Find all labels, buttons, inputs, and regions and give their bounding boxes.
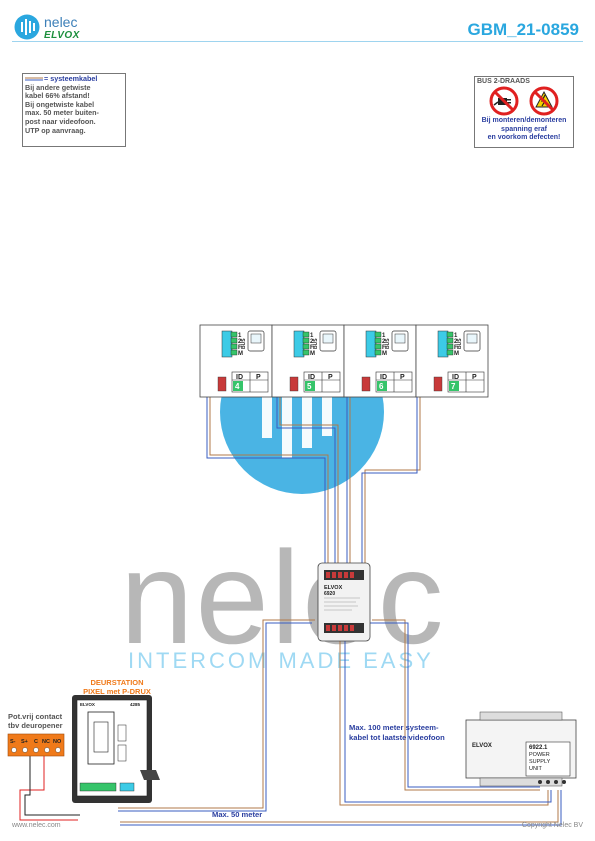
monitor-terminal-label: 2 <box>238 339 242 345</box>
nelec-logo-icon <box>14 14 40 40</box>
contact-label: Pot.vrij contact tbv deuropener <box>8 712 63 730</box>
note-line: max. 50 meter buiten- <box>25 108 99 118</box>
cable-note-box: = systeemkabel Bij andere getwiste kabel… <box>22 73 126 147</box>
monitor-unit <box>343 324 417 398</box>
monitor-id-label: ID <box>380 374 387 381</box>
monitor-terminal-label: F <box>310 345 314 351</box>
contact-label-line: tbv deuropener <box>8 721 63 730</box>
cable-legend-text: = systeemkabel <box>44 74 98 83</box>
monitor-p-label: P <box>472 374 477 381</box>
monitor-id-label: ID <box>236 374 243 381</box>
note-line: kabel 66% afstand! <box>25 91 90 101</box>
contact-terminal-label: S+ <box>21 739 28 745</box>
warning-line: spanning eraf <box>501 125 547 133</box>
monitor-terminal-label: 1 <box>310 333 314 339</box>
monitor-id-label: ID <box>452 374 459 381</box>
monitor-id-value: 5 <box>307 382 312 391</box>
contact-terminal-label: C <box>34 739 38 745</box>
monitor-id-label: ID <box>308 374 315 381</box>
monitor-id-value: 6 <box>379 382 384 391</box>
monitor-unit <box>271 324 345 398</box>
monitor-bus-label: BUS <box>385 338 391 349</box>
psu-line: UNIT <box>529 766 542 772</box>
max-100-annotation: Max. 100 meter systeem- kabel tot laatst… <box>349 723 445 742</box>
warning-box: BUS 2-DRAADS Bij monteren/demonteren spa… <box>474 76 574 148</box>
distributor-brand: ELVOX <box>324 585 343 591</box>
warning-line: Bij monteren/demonteren <box>481 117 567 124</box>
max-50-annotation: Max. 50 meter <box>212 810 263 819</box>
monitor-terminal-label: M <box>382 351 387 357</box>
monitor-unit <box>415 324 489 398</box>
monitor-p-label: P <box>328 374 333 381</box>
door-station-title-line: PIXEL met P-DRUX <box>83 687 151 696</box>
door-station-brand: ELVOX <box>80 702 95 707</box>
monitor-terminal-label: 1 <box>382 333 386 339</box>
contact-terminal-label: NO <box>53 739 62 745</box>
brand-name: nelec <box>44 14 78 30</box>
note-line: UTP op aanvraag. <box>25 125 86 135</box>
monitor-terminal-label: 1 <box>454 333 458 339</box>
warning-line: en voorkom defecten! <box>487 134 561 141</box>
monitor-terminal-label: M <box>310 351 315 357</box>
monitor-terminal-label: M <box>238 351 243 357</box>
psu-line: POWER <box>529 752 550 758</box>
footer-copyright: Copyright Nelec BV <box>521 822 583 829</box>
monitor-terminal-label: M <box>454 351 459 357</box>
contact-terminal-block: S- S+ C NC NO <box>7 733 65 757</box>
monitor-terminal-label: 2 <box>310 339 314 345</box>
brand-sub: ELVOX <box>44 30 80 41</box>
monitor-unit <box>199 324 273 398</box>
note-line: post naar videofoon. <box>25 116 96 126</box>
monitor-terminal-label: 2 <box>454 339 458 345</box>
monitor-bus-label: BUS <box>313 338 319 349</box>
monitor-id-value: 7 <box>451 382 456 391</box>
monitor-terminal-label: 2 <box>382 339 386 345</box>
header-divider <box>12 41 583 42</box>
warning-title: BUS 2-DRAADS <box>477 78 530 85</box>
note-line: Bij andere getwiste <box>25 82 91 92</box>
cable-legend: = systeemkabel <box>25 74 123 84</box>
door-station-model: 4285 <box>130 702 141 707</box>
no-plug-icon <box>489 86 519 116</box>
contact-label-line: Pot.vrij contact <box>8 712 63 721</box>
door-station: ELVOX 4285 <box>72 695 160 803</box>
no-voltage-icon <box>529 86 559 116</box>
monitor-terminal-label: 1 <box>238 333 242 339</box>
cable-legend-icon <box>25 77 43 81</box>
monitor-bus-label: BUS <box>457 338 463 349</box>
monitor-id-value: 4 <box>235 382 240 391</box>
monitor-cables <box>19 343 562 826</box>
distributor-model: 6920 <box>324 591 335 597</box>
max-100-line: kabel tot laatste videofoon <box>349 732 445 742</box>
contact-terminal-label: S- <box>10 739 16 745</box>
footer-website[interactable]: www.nelec.com <box>12 822 61 829</box>
monitor-terminal-label: F <box>454 345 458 351</box>
psu-line: 6922.1 <box>529 745 548 751</box>
distributor-unit: ELVOX 6920 <box>317 562 371 642</box>
contact-terminal-label: NC <box>42 739 50 745</box>
door-station-title: DEURSTATION PIXEL met P-DRUX <box>62 678 172 696</box>
psu-brand: ELVOX <box>472 743 492 749</box>
monitor-p-label: P <box>256 374 261 381</box>
note-line: Bij ongetwiste kabel <box>25 99 95 109</box>
door-station-title-line: DEURSTATION <box>90 678 144 687</box>
monitor-terminal-label: F <box>382 345 386 351</box>
monitor-terminal-label: F <box>238 345 242 351</box>
power-supply-unit: ELVOX 6922.1 POWER SUPPLY UNIT <box>465 711 577 787</box>
document-id: GBM_21-0859 <box>467 20 579 39</box>
max-100-line: Max. 100 meter systeem- <box>349 723 439 732</box>
psu-line: SUPPLY <box>529 759 551 765</box>
monitor-bus-label: BUS <box>241 338 247 349</box>
monitor-p-label: P <box>400 374 405 381</box>
brand-logo: nelec ELVOX <box>14 14 104 44</box>
